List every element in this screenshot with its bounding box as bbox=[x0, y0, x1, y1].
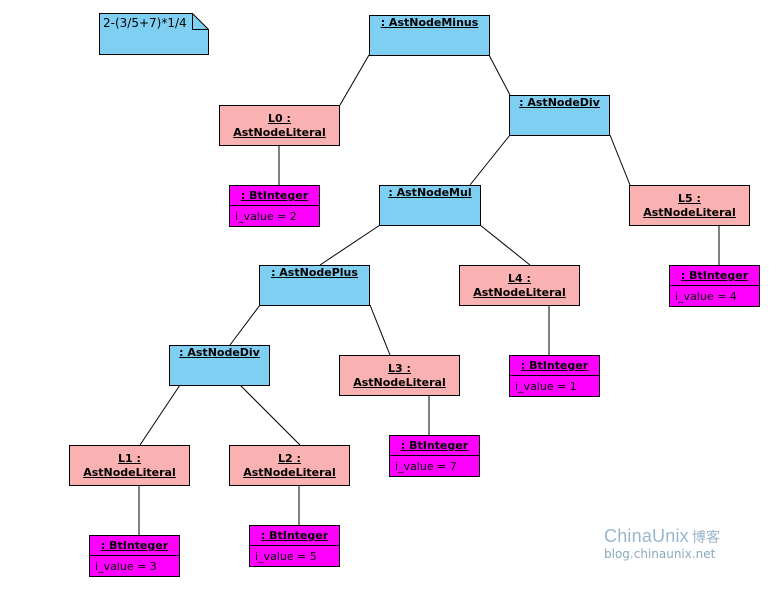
btinteger-b2: : BtInteger i_value = 5 bbox=[249, 525, 340, 567]
btinteger-b5: : BtInteger i_value = 4 bbox=[669, 265, 760, 307]
watermark-url: blog.chinaunix.net bbox=[604, 547, 716, 561]
node-literal-l5: L5 : AstNodeLiteral bbox=[629, 185, 750, 226]
node-literal-l4: L4 : AstNodeLiteral bbox=[459, 265, 580, 306]
node-ast-plus: : AstNodePlus bbox=[259, 265, 370, 306]
btinteger-value: i_value = 2 bbox=[235, 210, 297, 223]
node-ast-div-low: : AstNodeDiv bbox=[169, 345, 270, 386]
literal-type: AstNodeLiteral bbox=[233, 125, 326, 139]
btinteger-title: : BtInteger bbox=[510, 356, 599, 376]
edge-divtop-l5 bbox=[609, 134, 631, 186]
edge-plus-divlow bbox=[229, 304, 261, 346]
btinteger-b1: : BtInteger i_value = 3 bbox=[89, 535, 180, 577]
node-ast-minus: : AstNodeMinus bbox=[369, 15, 490, 56]
btinteger-title: : BtInteger bbox=[90, 536, 179, 556]
expression-note: 2-(3/5+7)*1/4 bbox=[99, 13, 209, 55]
btinteger-value: i_value = 4 bbox=[675, 290, 737, 303]
node-literal-l0: L0 : AstNodeLiteral bbox=[219, 105, 340, 146]
literal-type: AstNodeLiteral bbox=[353, 375, 446, 389]
node-literal-l3: L3 : AstNodeLiteral bbox=[339, 355, 460, 396]
btinteger-title: : BtInteger bbox=[390, 436, 479, 456]
btinteger-b4: : BtInteger i_value = 1 bbox=[509, 355, 600, 397]
literal-type: AstNodeLiteral bbox=[473, 285, 566, 299]
node-ast-mul: : AstNodeMul bbox=[379, 185, 481, 226]
node-label: : AstNodePlus bbox=[271, 266, 358, 279]
btinteger-title: : BtInteger bbox=[230, 186, 319, 206]
btinteger-value: i_value = 5 bbox=[255, 550, 317, 563]
node-label: : AstNodeMinus bbox=[380, 16, 479, 29]
literal-id: L2 : bbox=[278, 451, 301, 465]
literal-id: L1 : bbox=[118, 451, 141, 465]
literal-type: AstNodeLiteral bbox=[643, 205, 736, 219]
btinteger-value: i_value = 1 bbox=[515, 380, 577, 393]
edge-plus-l3 bbox=[369, 304, 391, 356]
node-ast-div-top: : AstNodeDiv bbox=[509, 95, 610, 136]
btinteger-b0: : BtInteger i_value = 2 bbox=[229, 185, 320, 227]
btinteger-title: : BtInteger bbox=[670, 266, 759, 286]
node-literal-l1: L1 : AstNodeLiteral bbox=[69, 445, 190, 486]
literal-id: L0 : bbox=[268, 111, 291, 125]
watermark-brand-name: ChinaUnix bbox=[604, 526, 689, 546]
edge-divtop-mul bbox=[469, 134, 511, 186]
btinteger-title: : BtInteger bbox=[250, 526, 339, 546]
edge-mul-l4 bbox=[479, 224, 531, 266]
literal-type: AstNodeLiteral bbox=[83, 465, 176, 479]
btinteger-b3: : BtInteger i_value = 7 bbox=[389, 435, 480, 477]
literal-id: L3 : bbox=[388, 361, 411, 375]
edge-minus-l0 bbox=[339, 54, 370, 106]
literal-id: L4 : bbox=[508, 271, 531, 285]
edge-divlow-l2 bbox=[239, 384, 301, 446]
edge-divlow-l1 bbox=[139, 384, 181, 446]
edge-minus-divtop bbox=[488, 54, 511, 96]
note-text: 2-(3/5+7)*1/4 bbox=[103, 16, 187, 30]
node-label: : AstNodeDiv bbox=[179, 346, 260, 359]
node-literal-l2: L2 : AstNodeLiteral bbox=[229, 445, 350, 486]
node-label: : AstNodeDiv bbox=[519, 96, 600, 109]
btinteger-value: i_value = 7 bbox=[395, 460, 457, 473]
watermark-brand-cn: 博客 bbox=[691, 529, 721, 545]
node-label: : AstNodeMul bbox=[388, 186, 472, 199]
literal-type: AstNodeLiteral bbox=[243, 465, 336, 479]
note-shape bbox=[99, 13, 209, 55]
btinteger-value: i_value = 3 bbox=[95, 560, 157, 573]
edge-mul-plus bbox=[319, 224, 381, 266]
literal-id: L5 : bbox=[678, 191, 701, 205]
